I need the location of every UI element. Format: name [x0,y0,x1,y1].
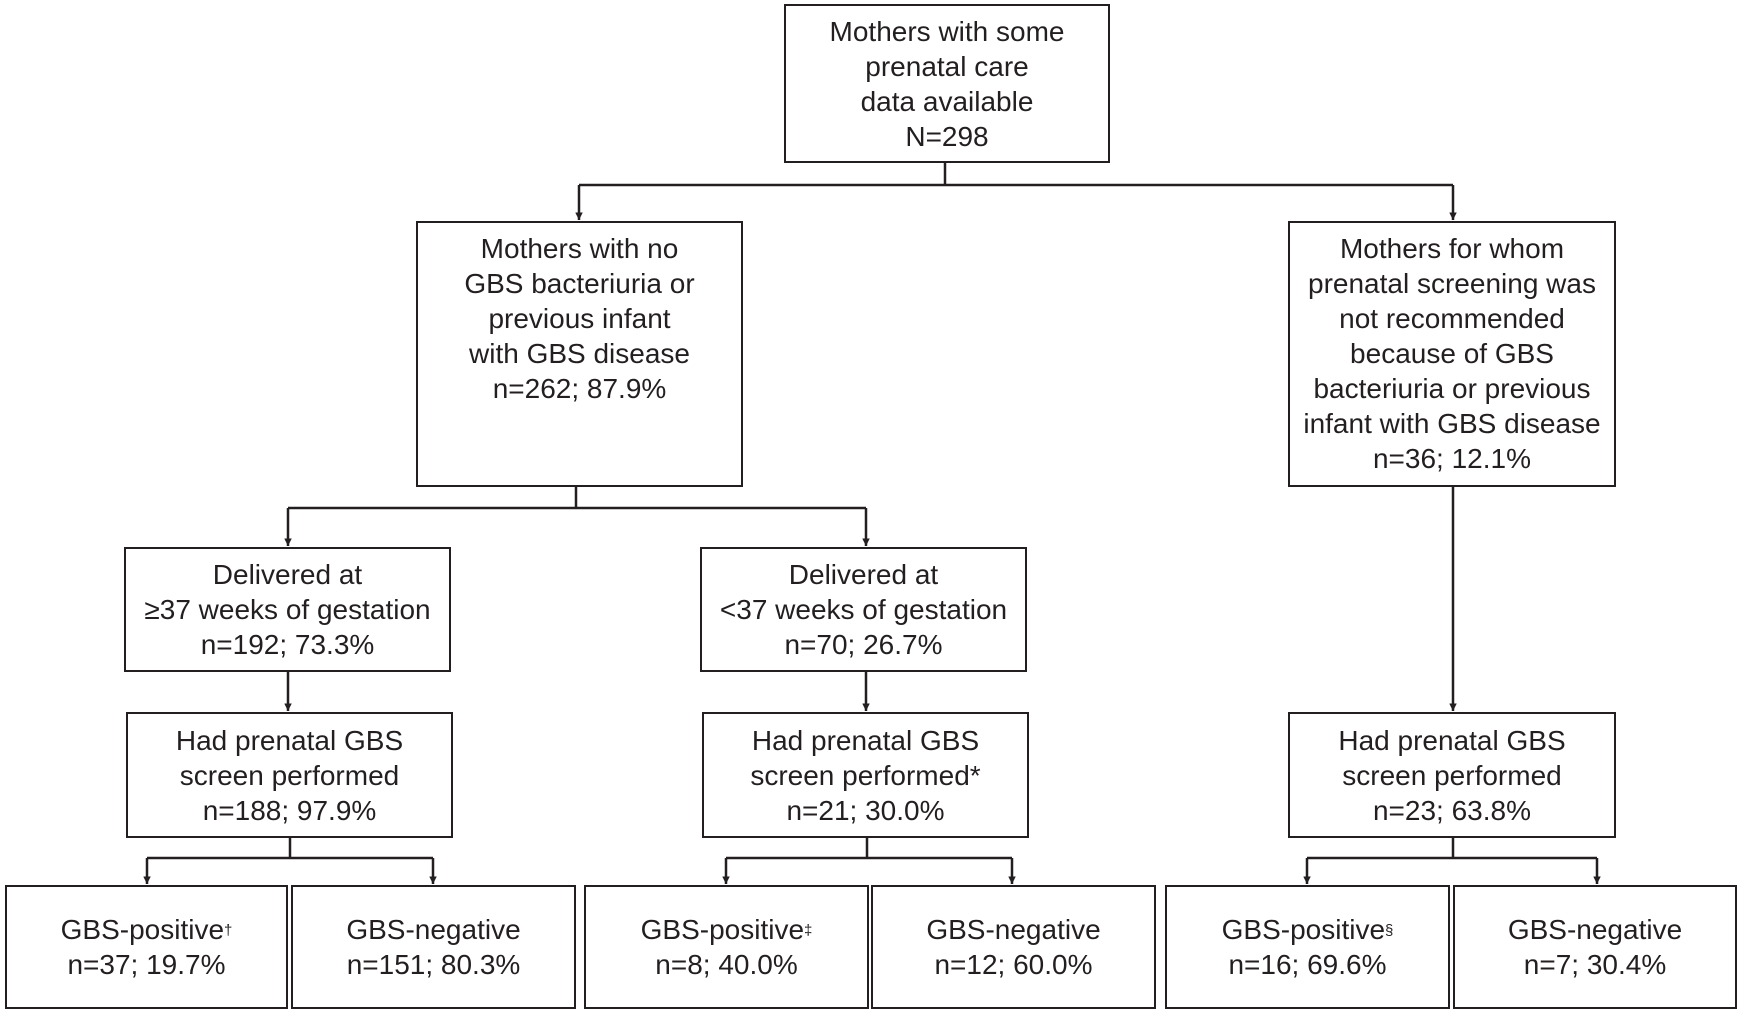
node-root: Mothers with some prenatal care data ava… [784,4,1110,163]
node-not-recommended-line-5: bacteriuria or previous [1313,373,1591,404]
node-root-line-2: prenatal care [865,50,1029,82]
node-nr-screen-line-3: n=23; 63.8% [1372,794,1532,826]
node-no-bacteriuria-line-5: n=262; 87.9% [492,373,667,404]
node-root-line-4: N=298 [905,120,989,152]
node-not-recommended-line-1: Mothers for whom [1339,233,1565,264]
node-no-bacteriuria-line-1: Mothers with no [480,233,679,264]
node-term-line-2: ≥37 weeks of gestation [144,594,431,625]
section-footnote-mark: § [1385,922,1394,939]
node-not-recommended-line-7: n=36; 12.1% [1372,443,1532,474]
node-root-line-1: Mothers with some [829,15,1065,47]
node-no-bacteriuria-line-2: GBS bacteriuria or [464,268,695,299]
node-preterm-neg-count: n=12; 60.0% [934,949,1093,980]
node-nr-neg: GBS-negative n=7; 30.4% [1453,885,1737,1009]
node-not-recommended-line-4: because of GBS [1350,338,1554,369]
node-nr-pos-label: GBS-positive§ [1222,912,1394,947]
node-nr-neg-count: n=7; 30.4% [1523,949,1667,980]
node-preterm-screen-line-2: screen performed* [750,758,980,793]
node-preterm-screen-line-1: Had prenatal GBS [751,724,980,756]
node-not-recommended: Mothers for whom prenatal screening was … [1288,221,1616,487]
node-term: Delivered at ≥37 weeks of gestation n=19… [124,547,451,672]
node-preterm: Delivered at <37 weeks of gestation n=70… [700,547,1027,672]
node-term-neg: GBS-negative n=151; 80.3% [291,885,576,1009]
node-term-pos-label: GBS-positive† [61,912,233,947]
node-nr-neg-label: GBS-negative [1507,914,1683,945]
node-preterm-screen-line-3: n=21; 30.0% [786,794,945,826]
asterisk-footnote-mark: * [969,759,981,791]
node-preterm-pos-label: GBS-positive‡ [641,912,813,947]
node-term-screen-line-1: Had prenatal GBS [175,724,404,756]
node-term-screen: Had prenatal GBS screen performed n=188;… [126,712,453,838]
node-not-recommended-line-2: prenatal screening was [1308,268,1596,299]
node-root-line-3: data available [860,85,1034,117]
node-preterm-line-2: <37 weeks of gestation [719,594,1008,625]
node-nr-pos: GBS-positive§ n=16; 69.6% [1165,885,1450,1009]
node-term-screen-line-2: screen performed [179,759,400,791]
node-no-bacteriuria: Mothers with no GBS bacteriuria or previ… [416,221,743,487]
node-preterm-pos-count: n=8; 40.0% [655,949,798,980]
node-term-pos-label-text: GBS-positive [60,914,225,945]
node-term-pos-count: n=37; 19.7% [67,949,226,980]
dagger-footnote-mark: † [224,922,233,939]
node-nr-pos-count: n=16; 69.6% [1228,949,1387,980]
node-preterm-line-3: n=70; 26.7% [784,629,943,660]
node-preterm-pos: GBS-positive‡ n=8; 40.0% [584,885,869,1009]
node-preterm-line-1: Delivered at [788,559,939,590]
node-no-bacteriuria-line-3: previous infant [488,303,671,334]
node-term-neg-count: n=151; 80.3% [346,949,521,980]
node-term-screen-line-3: n=188; 97.9% [202,794,377,826]
node-term-line-1: Delivered at [212,559,363,590]
node-not-recommended-line-6: infant with GBS disease [1303,408,1601,439]
node-term-line-3: n=192; 73.3% [200,629,375,660]
node-not-recommended-line-3: not recommended [1339,303,1565,334]
node-preterm-neg-label: GBS-negative [926,914,1101,945]
node-nr-screen-line-2: screen performed [1342,759,1562,791]
node-preterm-pos-label-text: GBS-positive [640,914,805,945]
node-term-pos: GBS-positive† n=37; 19.7% [5,885,288,1009]
node-term-neg-label: GBS-negative [346,914,521,945]
node-preterm-screen: Had prenatal GBS screen performed* n=21;… [702,712,1029,838]
double-dagger-footnote-mark: ‡ [804,922,813,939]
node-nr-screen: Had prenatal GBS screen performed n=23; … [1288,712,1616,838]
node-no-bacteriuria-line-4: with GBS disease [469,338,690,369]
node-nr-screen-line-1: Had prenatal GBS [1338,724,1566,756]
node-preterm-neg: GBS-negative n=12; 60.0% [871,885,1156,1009]
node-preterm-screen-line-2-text: screen performed [750,759,970,791]
node-nr-pos-label-text: GBS-positive [1221,914,1386,945]
